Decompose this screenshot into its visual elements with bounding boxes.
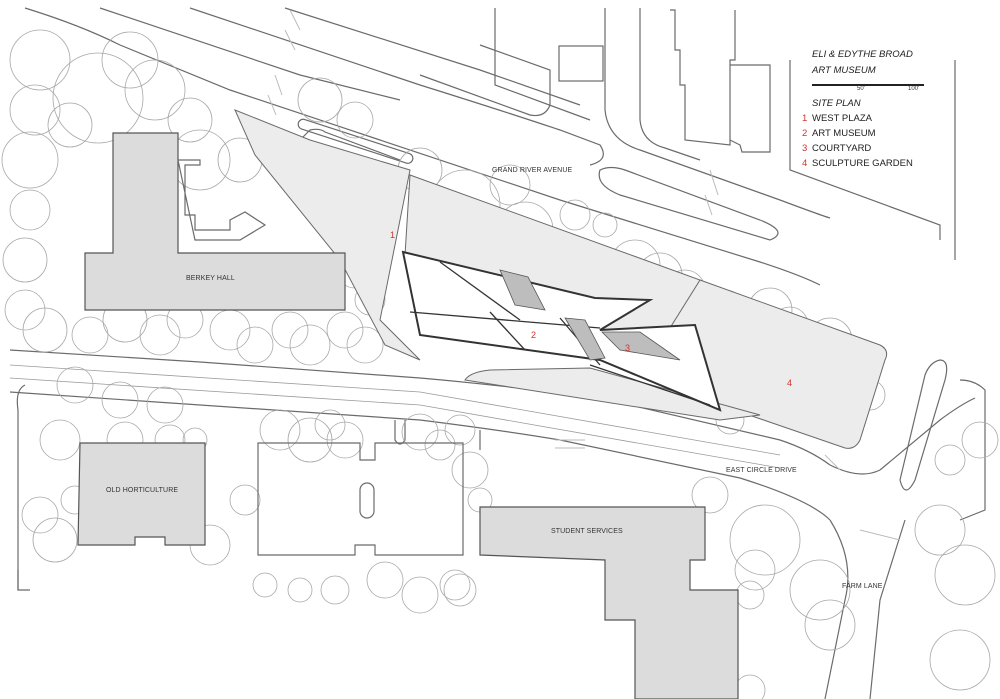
legend-item-art-museum: 2 ART MUSEUM (802, 126, 924, 141)
campus-buildings (77, 132, 739, 699)
courtyard-stair (601, 331, 681, 361)
student-services-label: STUDENT SERVICES (551, 528, 623, 535)
grand-river-avenue-label: GRAND RIVER AVENUE (492, 167, 573, 174)
legend-title-line2: ART MUSEUM (812, 65, 876, 76)
parking-lot (257, 442, 464, 556)
legend-title-line1: ELI & EDYTHE BROAD (812, 49, 913, 60)
legend-item-number: 2 (802, 128, 808, 139)
legend-item-west-plaza: 1 WEST PLAZA (802, 111, 924, 126)
museum-stair-south (564, 317, 606, 361)
marker-art-museum: 2 (531, 330, 537, 340)
old-horticulture-label: OLD HORTICULTURE (106, 487, 179, 494)
scale-bar-line (812, 84, 924, 86)
legend-subtitle: SITE PLAN (812, 98, 861, 109)
museum-site (234, 109, 888, 449)
legend: ELI & EDYTHE BROAD ART MUSEUM 50' 100' S… (802, 47, 924, 171)
legend-item-number: 3 (802, 143, 808, 154)
student-services-building (479, 506, 739, 699)
sculpture-garden (649, 279, 888, 449)
scale-bar: 50' 100' (812, 81, 924, 93)
berkey-hall-label: BERKEY HALL (186, 275, 235, 282)
legend-item-number: 4 (802, 158, 808, 169)
art-museum-building (401, 250, 722, 412)
farm-lane-label: FARM LANE (842, 583, 883, 590)
marker-courtyard: 3 (625, 343, 631, 353)
berkey-hall-building (84, 132, 346, 311)
legend-item-label: COURTYARD (812, 143, 872, 154)
scale-end-label: 100' (908, 86, 920, 92)
legend-item-sculpture-garden: 4 SCULPTURE GARDEN (802, 156, 924, 171)
west-plaza-area (234, 109, 421, 361)
museum-stair-north (499, 269, 546, 311)
legend-item-number: 1 (802, 113, 808, 124)
legend-item-label: WEST PLAZA (812, 113, 873, 124)
marker-west-plaza: 1 (390, 230, 396, 240)
legend-item-label: SCULPTURE GARDEN (812, 158, 913, 169)
old-horticulture-building (77, 442, 206, 546)
marker-sculpture-garden: 4 (787, 378, 793, 388)
legend-item-courtyard: 3 COURTYARD (802, 141, 924, 156)
grand-river-avenue-roads (24, 7, 956, 286)
scale-mid-label: 50' (857, 86, 865, 92)
east-circle-drive-label: EAST CIRCLE DRIVE (726, 467, 797, 474)
legend-item-label: ART MUSEUM (812, 128, 876, 139)
